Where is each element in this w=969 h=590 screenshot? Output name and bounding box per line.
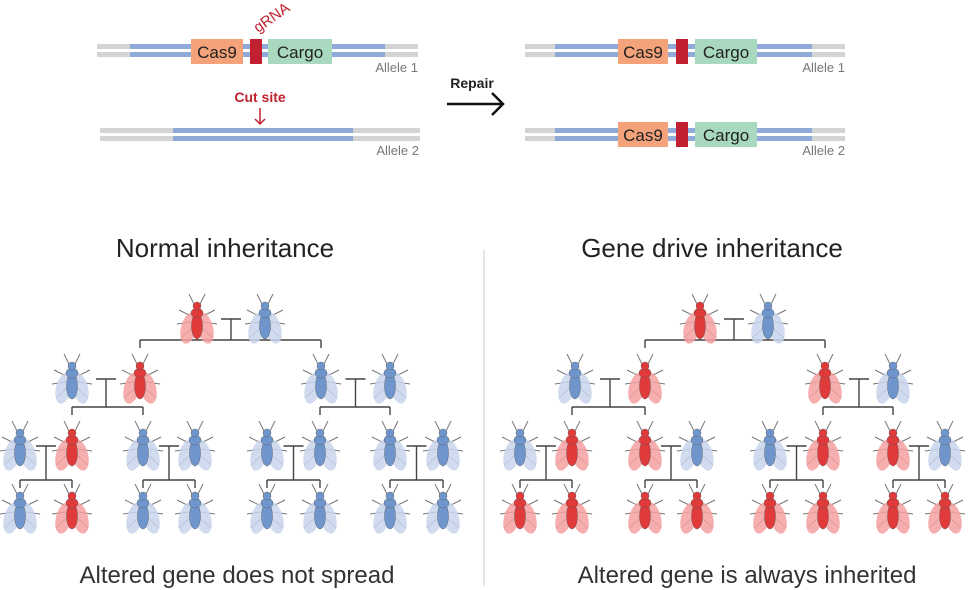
fly-icon: [679, 293, 721, 344]
allele-2-label: Allele 2: [802, 143, 845, 158]
normal-inheritance-title: Normal inheritance: [116, 233, 334, 263]
allele-2-label: Allele 2: [376, 143, 419, 158]
drive-caption: Altered gene is always inherited: [578, 562, 917, 589]
fly-icon: [554, 353, 596, 404]
right-allele-1: Cas9 Cargo Allele 1: [525, 39, 845, 75]
fly-icon: [802, 483, 844, 534]
fly-icon: [499, 420, 541, 471]
fly-icon: [122, 483, 164, 534]
fly-icon: [749, 420, 791, 471]
fly-icon: [51, 483, 93, 534]
cas9-label: Cas9: [623, 43, 663, 62]
fly-icon: [0, 483, 41, 534]
right-allele-2: Cas9 Cargo Allele 2: [525, 122, 845, 158]
repair-arrow-icon: [447, 92, 505, 116]
fly-icon: [676, 420, 718, 471]
grna-label: gRNA: [251, 0, 294, 36]
normal-caption: Altered gene does not spread: [80, 562, 395, 589]
fly-icon: [299, 420, 341, 471]
cut-site-arrow-icon: [254, 108, 266, 126]
fly-icon: [499, 483, 541, 534]
fly-icon: [872, 353, 914, 404]
cargo-label: Cargo: [703, 43, 749, 62]
cas9-label: Cas9: [623, 126, 663, 145]
gene-drive-inheritance-title: Gene drive inheritance: [581, 233, 843, 263]
allele-1-label: Allele 1: [802, 60, 845, 75]
fly-icon: [624, 483, 666, 534]
fly-icon: [51, 353, 93, 404]
fly-icon: [246, 420, 288, 471]
gene-drive-inheritance-tree: [499, 293, 966, 534]
fly-icon: [676, 483, 718, 534]
fly-icon: [924, 483, 966, 534]
fly-icon: [624, 420, 666, 471]
fly-icon: [119, 353, 161, 404]
fly-icon: [122, 420, 164, 471]
cargo-label: Cargo: [277, 43, 323, 62]
fly-icon: [299, 483, 341, 534]
fly-icon: [804, 353, 846, 404]
fly-icon: [246, 483, 288, 534]
fly-icon: [551, 483, 593, 534]
cargo-box: [268, 39, 332, 64]
fly-icon: [924, 420, 966, 471]
grna-box: [250, 39, 262, 64]
cut-site-label: Cut site: [234, 89, 286, 105]
repair-label: Repair: [450, 75, 494, 91]
fly-icon: [51, 420, 93, 471]
fly-icon: [244, 293, 286, 344]
cas9-label: Cas9: [197, 43, 237, 62]
allele-1-label: Allele 1: [375, 60, 418, 75]
fly-icon: [174, 483, 216, 534]
fly-icon: [176, 293, 218, 344]
fly-icon: [300, 353, 342, 404]
fly-icon: [369, 353, 411, 404]
normal-inheritance-tree: [0, 293, 464, 534]
fly-icon: [551, 420, 593, 471]
fly-icon: [369, 483, 411, 534]
cas9-box: [191, 39, 243, 64]
left-allele-1: Cas9 Cargo gRNA Allele 1: [97, 0, 418, 75]
fly-icon: [174, 420, 216, 471]
cargo-label: Cargo: [703, 126, 749, 145]
fly-icon: [624, 353, 666, 404]
fly-icon: [749, 483, 791, 534]
fly-icon: [422, 420, 464, 471]
fly-icon: [747, 293, 789, 344]
fly-icon: [369, 420, 411, 471]
fly-icon: [802, 420, 844, 471]
fly-icon: [0, 420, 41, 471]
fly-icon: [872, 420, 914, 471]
left-allele-2: Cut site Allele 2: [100, 89, 420, 158]
fly-icon: [872, 483, 914, 534]
fly-icon: [422, 483, 464, 534]
